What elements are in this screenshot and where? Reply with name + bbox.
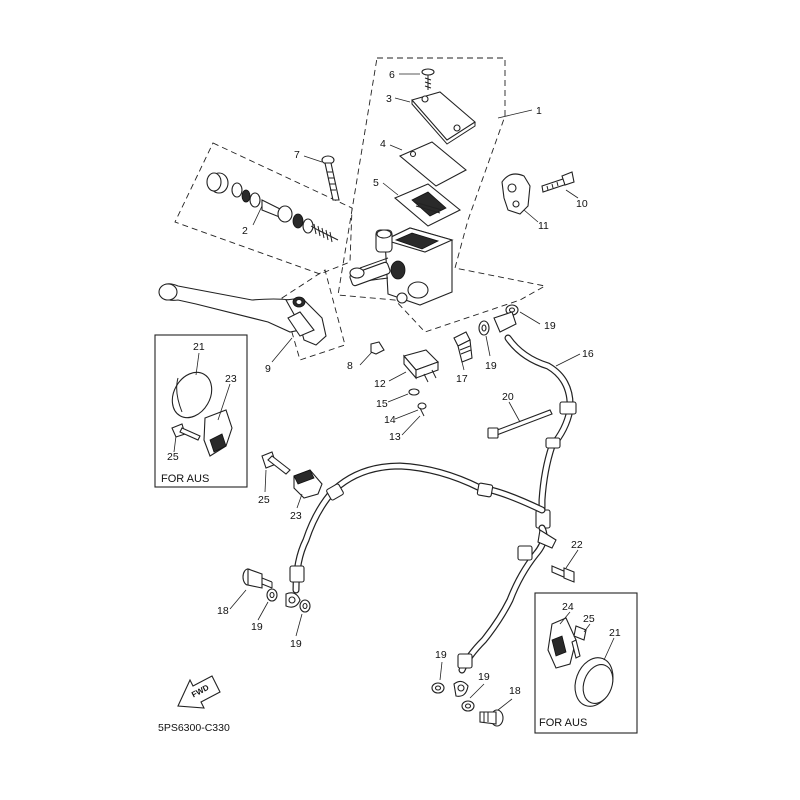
reflector-21-right xyxy=(574,657,614,707)
callout-19-top-right: 19 xyxy=(544,320,556,332)
brake-hose-right xyxy=(453,524,557,697)
front-brake-switch xyxy=(403,349,439,383)
callout-4: 4 xyxy=(380,138,386,150)
callout-23-inset: 23 xyxy=(225,373,237,385)
gasket-19-right-a xyxy=(431,682,445,694)
gasket-19-right-b xyxy=(461,700,475,712)
inset-left: FOR AUS xyxy=(154,334,248,488)
bolt-25-right-inset xyxy=(571,625,587,659)
union-bolt-17 xyxy=(453,331,473,363)
reservoir-cap-screw xyxy=(421,68,435,90)
callout-22: 22 xyxy=(571,539,583,551)
reflector-21-left xyxy=(171,371,213,419)
callout-21-left: 21 xyxy=(193,341,205,353)
holder-bolt xyxy=(541,171,575,193)
brake-hose-upper xyxy=(493,311,577,529)
callout-25: 25 xyxy=(258,494,270,506)
callout-6: 6 xyxy=(389,69,395,81)
pivot-bolt xyxy=(321,155,340,201)
callout-10: 10 xyxy=(576,198,588,210)
callout-3: 3 xyxy=(386,93,392,105)
callout-9: 9 xyxy=(265,363,271,375)
callout-14: 14 xyxy=(384,414,396,426)
master-cylinder-body xyxy=(349,227,454,306)
inset-right-caption: FOR AUS xyxy=(539,717,587,729)
union-bolt-18-right xyxy=(479,709,504,727)
master-cylinder-holder xyxy=(501,173,531,215)
diaphragm xyxy=(393,183,462,227)
reservoir-cap xyxy=(411,91,476,145)
fwd-arrow-icon: FWD xyxy=(177,675,221,709)
diaphragm-holder xyxy=(398,141,467,187)
diagram-code: 5PS6300-C330 xyxy=(158,722,230,734)
inset-left-caption: FOR AUS xyxy=(161,473,209,485)
callout-18-right: 18 xyxy=(509,685,521,697)
callout-19-top-left: 19 xyxy=(485,360,497,372)
callout-24: 24 xyxy=(562,601,574,613)
callout-13: 13 xyxy=(389,431,401,443)
brake-hose-left xyxy=(285,462,546,608)
hose-clamp-23 xyxy=(293,469,323,499)
callout-15: 15 xyxy=(376,398,388,410)
lever-kit-outline xyxy=(281,269,346,361)
callout-17: 17 xyxy=(456,373,468,385)
bolt-25 xyxy=(261,451,291,475)
callout-19-right-b: 19 xyxy=(478,671,490,683)
bolt-22 xyxy=(551,565,575,583)
callout-23: 23 xyxy=(290,510,302,522)
callout-8: 8 xyxy=(347,360,353,372)
nut-8 xyxy=(370,341,385,355)
callout-1: 1 xyxy=(536,105,542,117)
bolt-25-left-inset xyxy=(171,423,201,441)
callout-7: 7 xyxy=(294,149,300,161)
callout-5: 5 xyxy=(373,177,379,189)
piston-kit-outline xyxy=(174,142,353,275)
piston-kit xyxy=(206,172,339,243)
callout-19-left-a: 19 xyxy=(251,621,263,633)
gasket-19-top-a xyxy=(478,320,490,336)
union-bolt-18-left xyxy=(242,568,273,589)
reflector-bracket-24-right xyxy=(547,617,577,669)
callout-2: 2 xyxy=(242,225,248,237)
gasket-19-left-a xyxy=(266,588,278,602)
callout-18-left: 18 xyxy=(217,605,229,617)
callout-19-left-b: 19 xyxy=(290,638,302,650)
brake-lever xyxy=(158,283,327,346)
inset-right: FOR AUS xyxy=(534,592,638,734)
callout-12: 12 xyxy=(374,378,386,390)
callout-21-right: 21 xyxy=(609,627,621,639)
gasket-19-left-b xyxy=(299,599,311,613)
reflector-bracket-23-left xyxy=(203,409,233,457)
leader-lines xyxy=(173,73,615,711)
callout-25-inset-right: 25 xyxy=(583,613,595,625)
screw-14 xyxy=(417,402,427,417)
callout-25-inset-left: 25 xyxy=(167,451,179,463)
callout-labels: 1 2 3 4 5 6 7 8 9 10 11 12 13 14 15 16 1… xyxy=(167,69,621,697)
callout-19-right-a: 19 xyxy=(435,649,447,661)
callout-20: 20 xyxy=(502,391,514,403)
callout-11: 11 xyxy=(538,220,549,232)
washer-15 xyxy=(408,388,420,396)
cable-tie xyxy=(487,409,553,439)
callout-16: 16 xyxy=(582,348,594,360)
